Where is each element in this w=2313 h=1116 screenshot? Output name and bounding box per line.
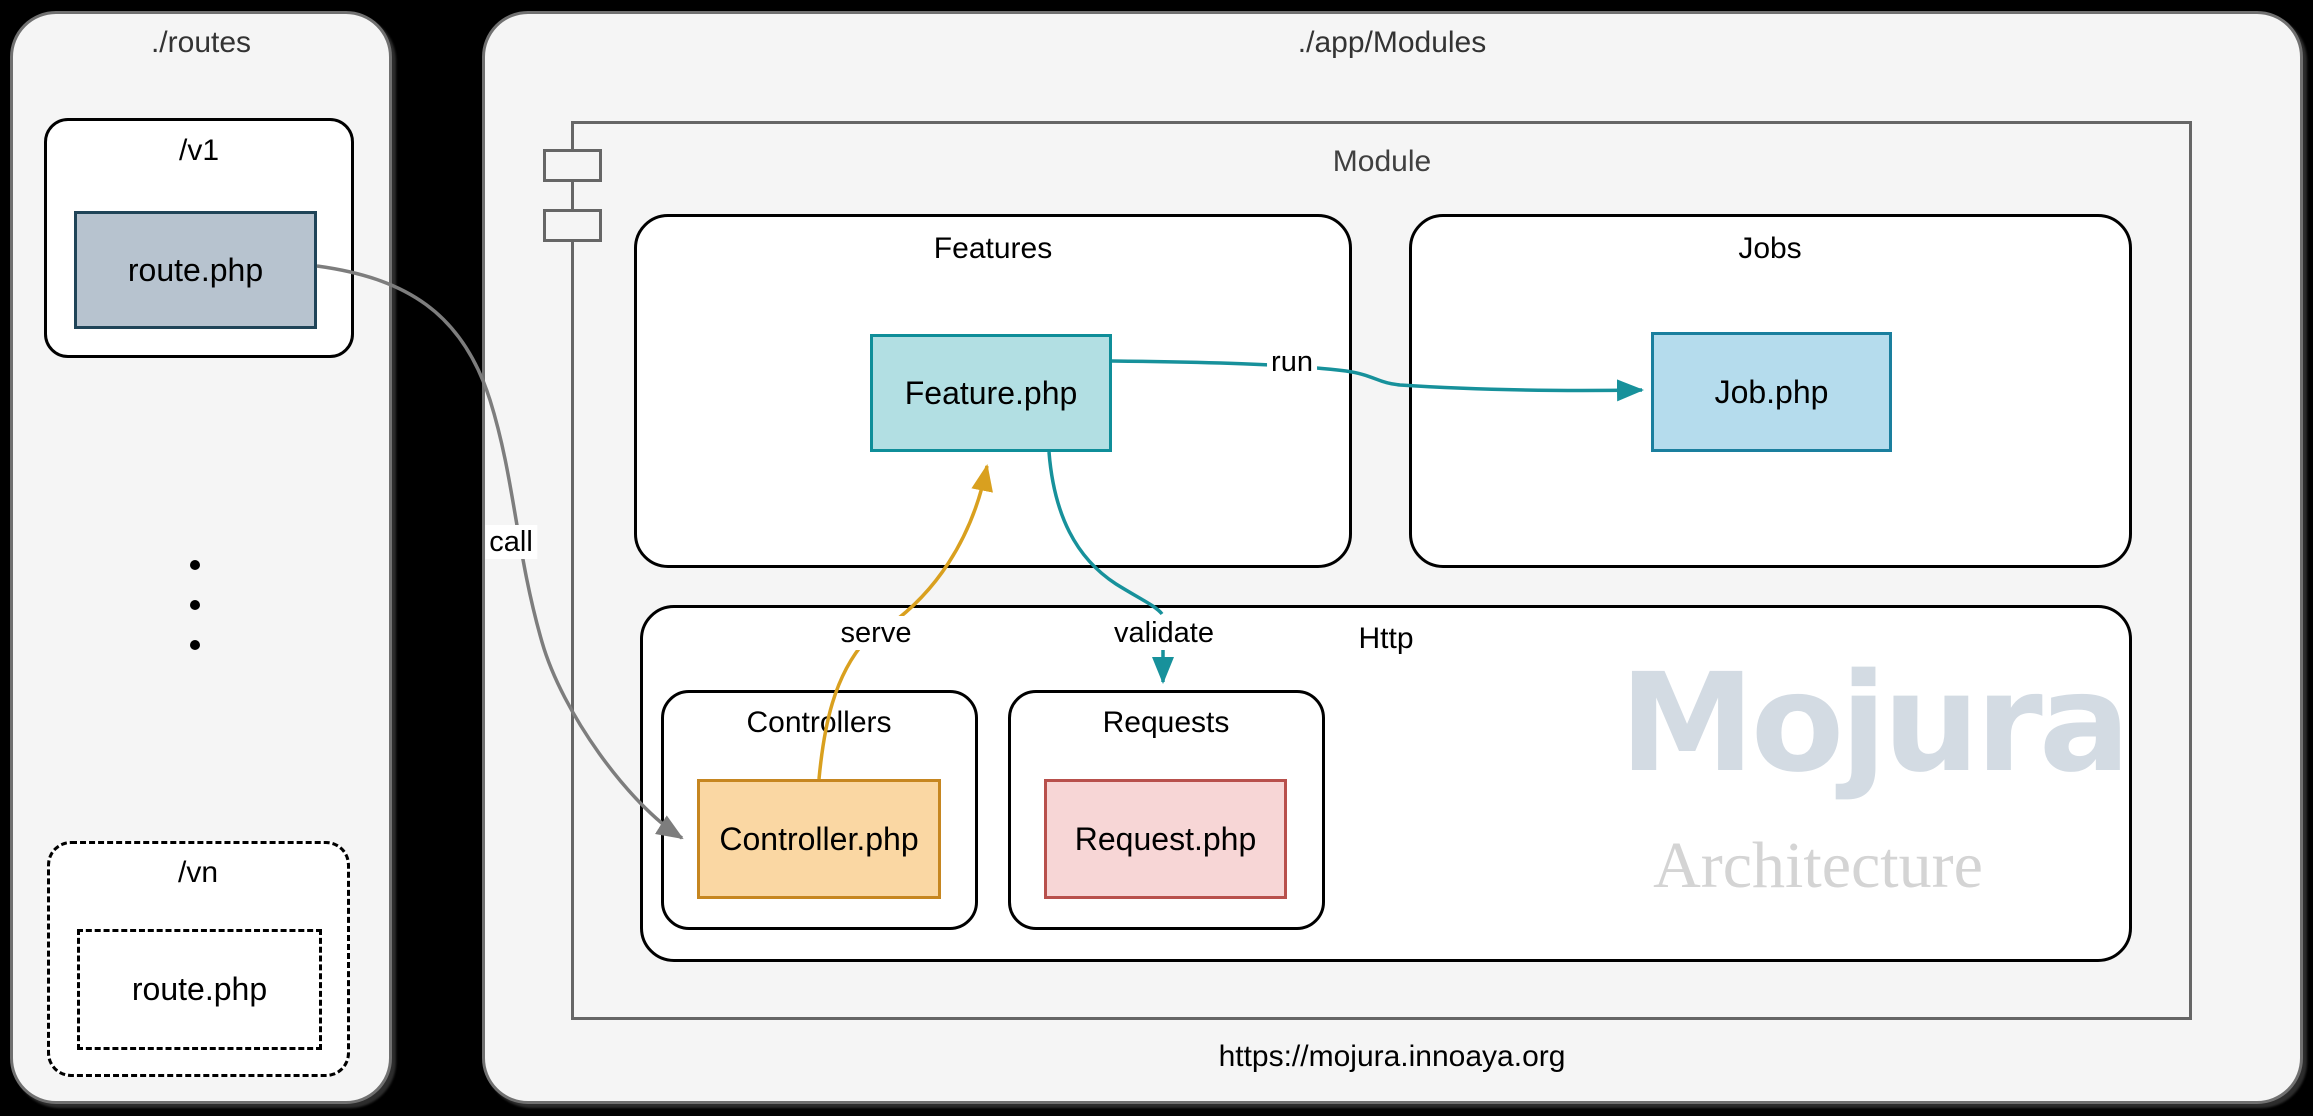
jobs-group-title: Jobs: [1738, 232, 1802, 265]
request-php-node: Request.php: [1044, 779, 1287, 899]
feature-php-node: Feature.php: [870, 334, 1112, 452]
route-php-node: route.php: [74, 211, 317, 329]
module-label: Module: [1332, 145, 1432, 178]
routes-panel-title: ./routes: [150, 26, 252, 59]
route-php-label: route.php: [127, 251, 264, 288]
controllers-group-title: Controllers: [746, 706, 892, 739]
component-icon-square-bottom: [543, 209, 602, 242]
route-php-dashed-label: route.php: [131, 971, 268, 1007]
request-php-label: Request.php: [1074, 820, 1257, 857]
watermark-brand: Mojura: [1619, 645, 2130, 803]
requests-group-title: Requests: [1102, 706, 1230, 739]
footer-url: https://mojura.innoaya.org: [1218, 1040, 1566, 1073]
job-php-node: Job.php: [1651, 332, 1892, 452]
job-php-label: Job.php: [1714, 373, 1829, 410]
validate-edge-label: validate: [1110, 616, 1218, 650]
ellipsis-dot: [190, 600, 200, 610]
features-group-title: Features: [933, 232, 1053, 265]
call-edge-label: call: [485, 525, 537, 559]
ellipsis-dot: [190, 560, 200, 570]
http-group-title: Http: [1358, 622, 1414, 655]
controller-php-node: Controller.php: [697, 779, 941, 899]
v1-group-title: /v1: [178, 134, 220, 167]
ellipsis-dot: [190, 640, 200, 650]
run-edge-label: run: [1267, 345, 1317, 379]
app-modules-panel-title: ./app/Modules: [1297, 26, 1487, 59]
serve-edge-label: serve: [836, 616, 916, 650]
route-php-dashed-node: route.php: [77, 929, 322, 1050]
controller-php-label: Controller.php: [719, 820, 919, 857]
component-icon-square-top: [543, 149, 602, 182]
feature-php-label: Feature.php: [904, 374, 1078, 411]
watermark-subtitle: Architecture: [1653, 829, 1983, 902]
vn-group-title: /vn: [177, 856, 219, 889]
